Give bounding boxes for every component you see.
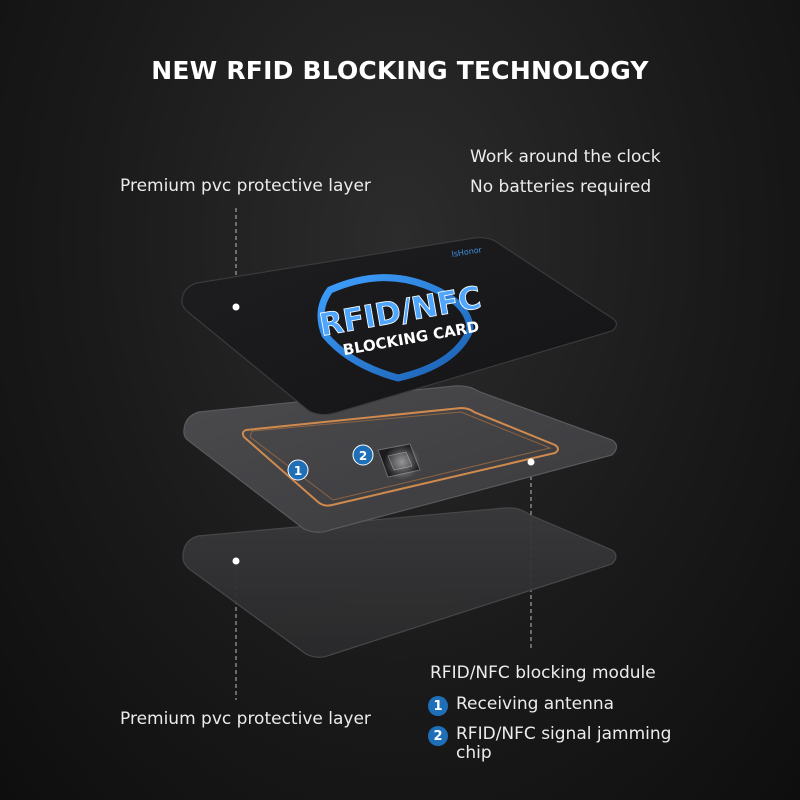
legend-number-1: 1	[428, 696, 448, 716]
antenna-marker-1	[287, 459, 309, 481]
module-dot	[527, 458, 535, 466]
chip-marker-2	[352, 444, 374, 466]
feature-no-batteries: No batteries required	[470, 177, 652, 197]
page-title: NEW RFID BLOCKING TECHNOLOGY	[151, 56, 649, 85]
shield-icon	[317, 274, 474, 382]
chip-marker-2-text: 2	[359, 449, 367, 463]
antenna-marker-1-text: 1	[294, 464, 302, 478]
bottom-layer-label: Premium pvc protective layer	[120, 709, 371, 729]
receiving-antenna	[241, 406, 559, 507]
legend-number-2: 2	[428, 726, 448, 746]
jamming-chip	[377, 443, 421, 480]
top-layer-dot	[232, 303, 240, 311]
feature-around-the-clock: Work around the clock	[470, 147, 661, 167]
top-layer-label: Premium pvc protective layer	[120, 176, 371, 196]
top-pvc-card	[181, 236, 618, 416]
bottom-layer-dot	[232, 557, 240, 565]
legend-receiving-antenna: Receiving antenna	[456, 694, 615, 714]
legend-jamming-chip-line1: RFID/NFC signal jamming	[456, 724, 672, 744]
legend-jamming-chip-line2: chip	[456, 743, 492, 763]
bottom-pvc-card	[182, 507, 617, 658]
module-label: RFID/NFC blocking module	[430, 663, 656, 683]
